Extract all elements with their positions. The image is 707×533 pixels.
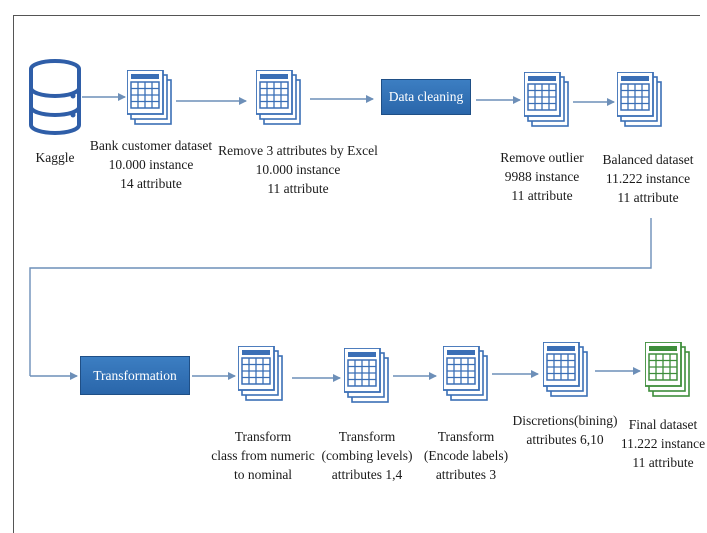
spreadsheet-icon-remove3 [256, 70, 301, 125]
transformation-box: Transformation [80, 356, 190, 395]
node-label-t4: Discretions(bining)attributes 6,10 [512, 413, 618, 447]
frame-left-border [13, 15, 14, 533]
data-cleaning-box: Data cleaning [381, 79, 471, 115]
connector-wrap-line [29, 218, 652, 376]
spreadsheet-icon-t1 [238, 346, 283, 401]
spreadsheet-icon-bank [127, 70, 172, 125]
spreadsheet-icon-balanced [617, 72, 662, 127]
kaggle-label: Kaggle [35, 150, 75, 165]
database-icon [29, 59, 81, 135]
spreadsheet-icon-t3 [443, 346, 488, 401]
node-label-t2: Transform(combing levels)attributes 1,4 [321, 429, 413, 482]
spreadsheet-icon-t4 [543, 342, 588, 397]
spreadsheet-icon-t2 [344, 348, 389, 403]
spreadsheet-green-icon-final [645, 342, 690, 397]
node-label-t3: Transform(Encode labels)attributes 3 [423, 429, 509, 482]
frame-top-border [13, 15, 700, 16]
spreadsheet-icon-outlier [524, 72, 569, 127]
